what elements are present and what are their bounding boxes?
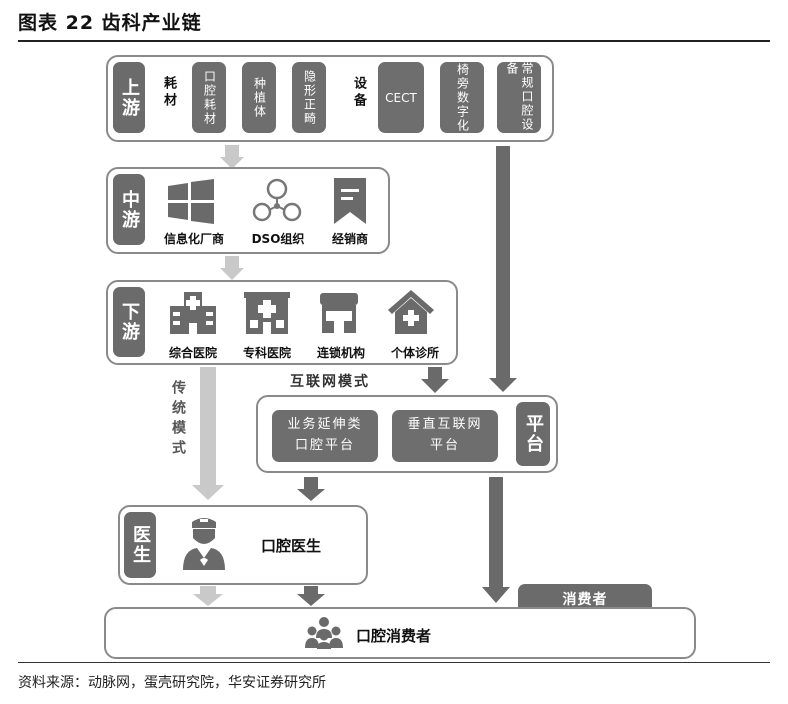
windows-icon — [168, 179, 214, 224]
downstream-item-chain: 连锁机构 — [316, 346, 365, 360]
source-note: 资料来源：动脉网，蛋壳研究院，华安证券研究所 — [18, 675, 326, 691]
traditional-mode-label: 传统模式 — [170, 380, 186, 460]
store-icon — [320, 293, 358, 333]
consumable-implant: 种植体 — [242, 62, 276, 133]
midstream-item-it-vendor: 信息化厂商 — [163, 232, 224, 246]
internet-mode-label: 互联网模式 — [290, 374, 370, 390]
arrow-upstream-to-platform — [496, 146, 510, 378]
house-cross-icon — [388, 290, 434, 334]
arrow-platform-to-consumer — [489, 477, 503, 587]
platform-business-extension: 业务延伸类口腔平台 — [272, 410, 378, 462]
arrow-doctor-light — [193, 594, 223, 606]
figure-title: 图表 22 齿科产业链 — [18, 12, 202, 34]
downstream-item-general-hospital: 综合医院 — [168, 346, 217, 360]
doctor-tag: 医生 — [124, 512, 156, 578]
equipment-regular: 常规口腔设备 — [497, 62, 541, 133]
consumables-label: 耗材 — [161, 76, 176, 110]
doctor-label: 口腔医生 — [260, 537, 321, 555]
platform-tag: 平台 — [516, 402, 550, 466]
equipment-cect: CECT — [378, 62, 424, 133]
arrow-platform-to-doctor — [304, 477, 318, 489]
clinic-icon — [244, 292, 290, 334]
platform-business-extension-line1: 业务延伸类口腔平台 — [287, 417, 363, 453]
bookmark-icon — [334, 178, 366, 224]
upstream-tag: 上游 — [113, 62, 145, 133]
consumer-box — [104, 607, 696, 659]
downstream-item-specialty-hospital: 专科医院 — [242, 346, 291, 360]
equipment-chairside-digital: 椅旁数字化 — [440, 62, 484, 133]
doctor-box — [118, 505, 368, 585]
consumable-oral: 口腔耗材 — [192, 62, 226, 133]
consumer-label: 口腔消费者 — [356, 627, 432, 645]
hospital-icon — [170, 292, 216, 334]
platform-vertical-internet-text: 垂直互联网平台 — [407, 417, 483, 453]
downstream-item-clinic: 个体诊所 — [390, 346, 439, 360]
downstream-tag: 下游 — [113, 287, 145, 357]
equipment-label: 设备 — [351, 76, 366, 110]
midstream-tag: 中游 — [113, 174, 145, 245]
platform-vertical-internet: 垂直互联网平台 — [392, 410, 498, 462]
arrow-upstream-to-midstream — [225, 145, 239, 157]
arrow-doctor-dark — [297, 594, 325, 606]
group-icon — [305, 617, 343, 649]
network-icon — [252, 178, 302, 222]
doctor-icon — [183, 518, 225, 570]
title-rule — [18, 40, 770, 42]
arrow-midstream-to-downstream — [225, 256, 239, 268]
arrow-internet-mode — [428, 367, 442, 379]
midstream-item-distributor: 经销商 — [331, 232, 368, 246]
source-rule — [18, 662, 770, 663]
arrow-traditional — [200, 367, 216, 485]
consumable-aligner: 隐形正畸 — [292, 62, 326, 133]
midstream-item-dso: DSO组织 — [251, 232, 305, 246]
